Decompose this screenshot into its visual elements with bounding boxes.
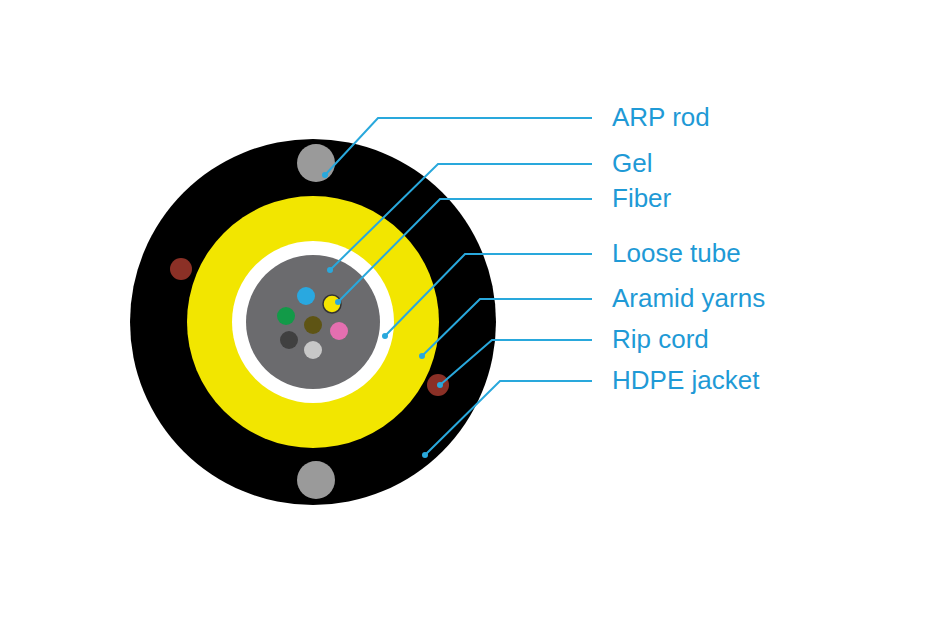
fiber — [277, 307, 295, 325]
part-label: Fiber — [612, 182, 671, 214]
part-label: Loose tube — [612, 237, 741, 269]
leader-dots — [322, 172, 443, 458]
hdpe-jacket — [130, 139, 496, 505]
rip-cord — [170, 258, 192, 280]
arp-rod — [297, 461, 335, 499]
fiber — [323, 295, 341, 313]
rip-cord — [427, 374, 449, 396]
fiber — [330, 322, 348, 340]
leader-lines — [325, 118, 592, 455]
fiber — [297, 287, 315, 305]
part-label: Gel — [612, 147, 652, 179]
arp-rod — [297, 144, 335, 182]
part-label: ARP rod — [612, 101, 710, 133]
aramid-yarns — [187, 196, 439, 448]
gel — [246, 255, 380, 389]
fiber — [304, 316, 322, 334]
fiber — [304, 341, 322, 359]
part-label: Rip cord — [612, 323, 709, 355]
fiber — [280, 331, 298, 349]
part-label: HDPE jacket — [612, 364, 759, 396]
part-label: Aramid yarns — [612, 282, 765, 314]
loose-tube — [232, 241, 394, 403]
